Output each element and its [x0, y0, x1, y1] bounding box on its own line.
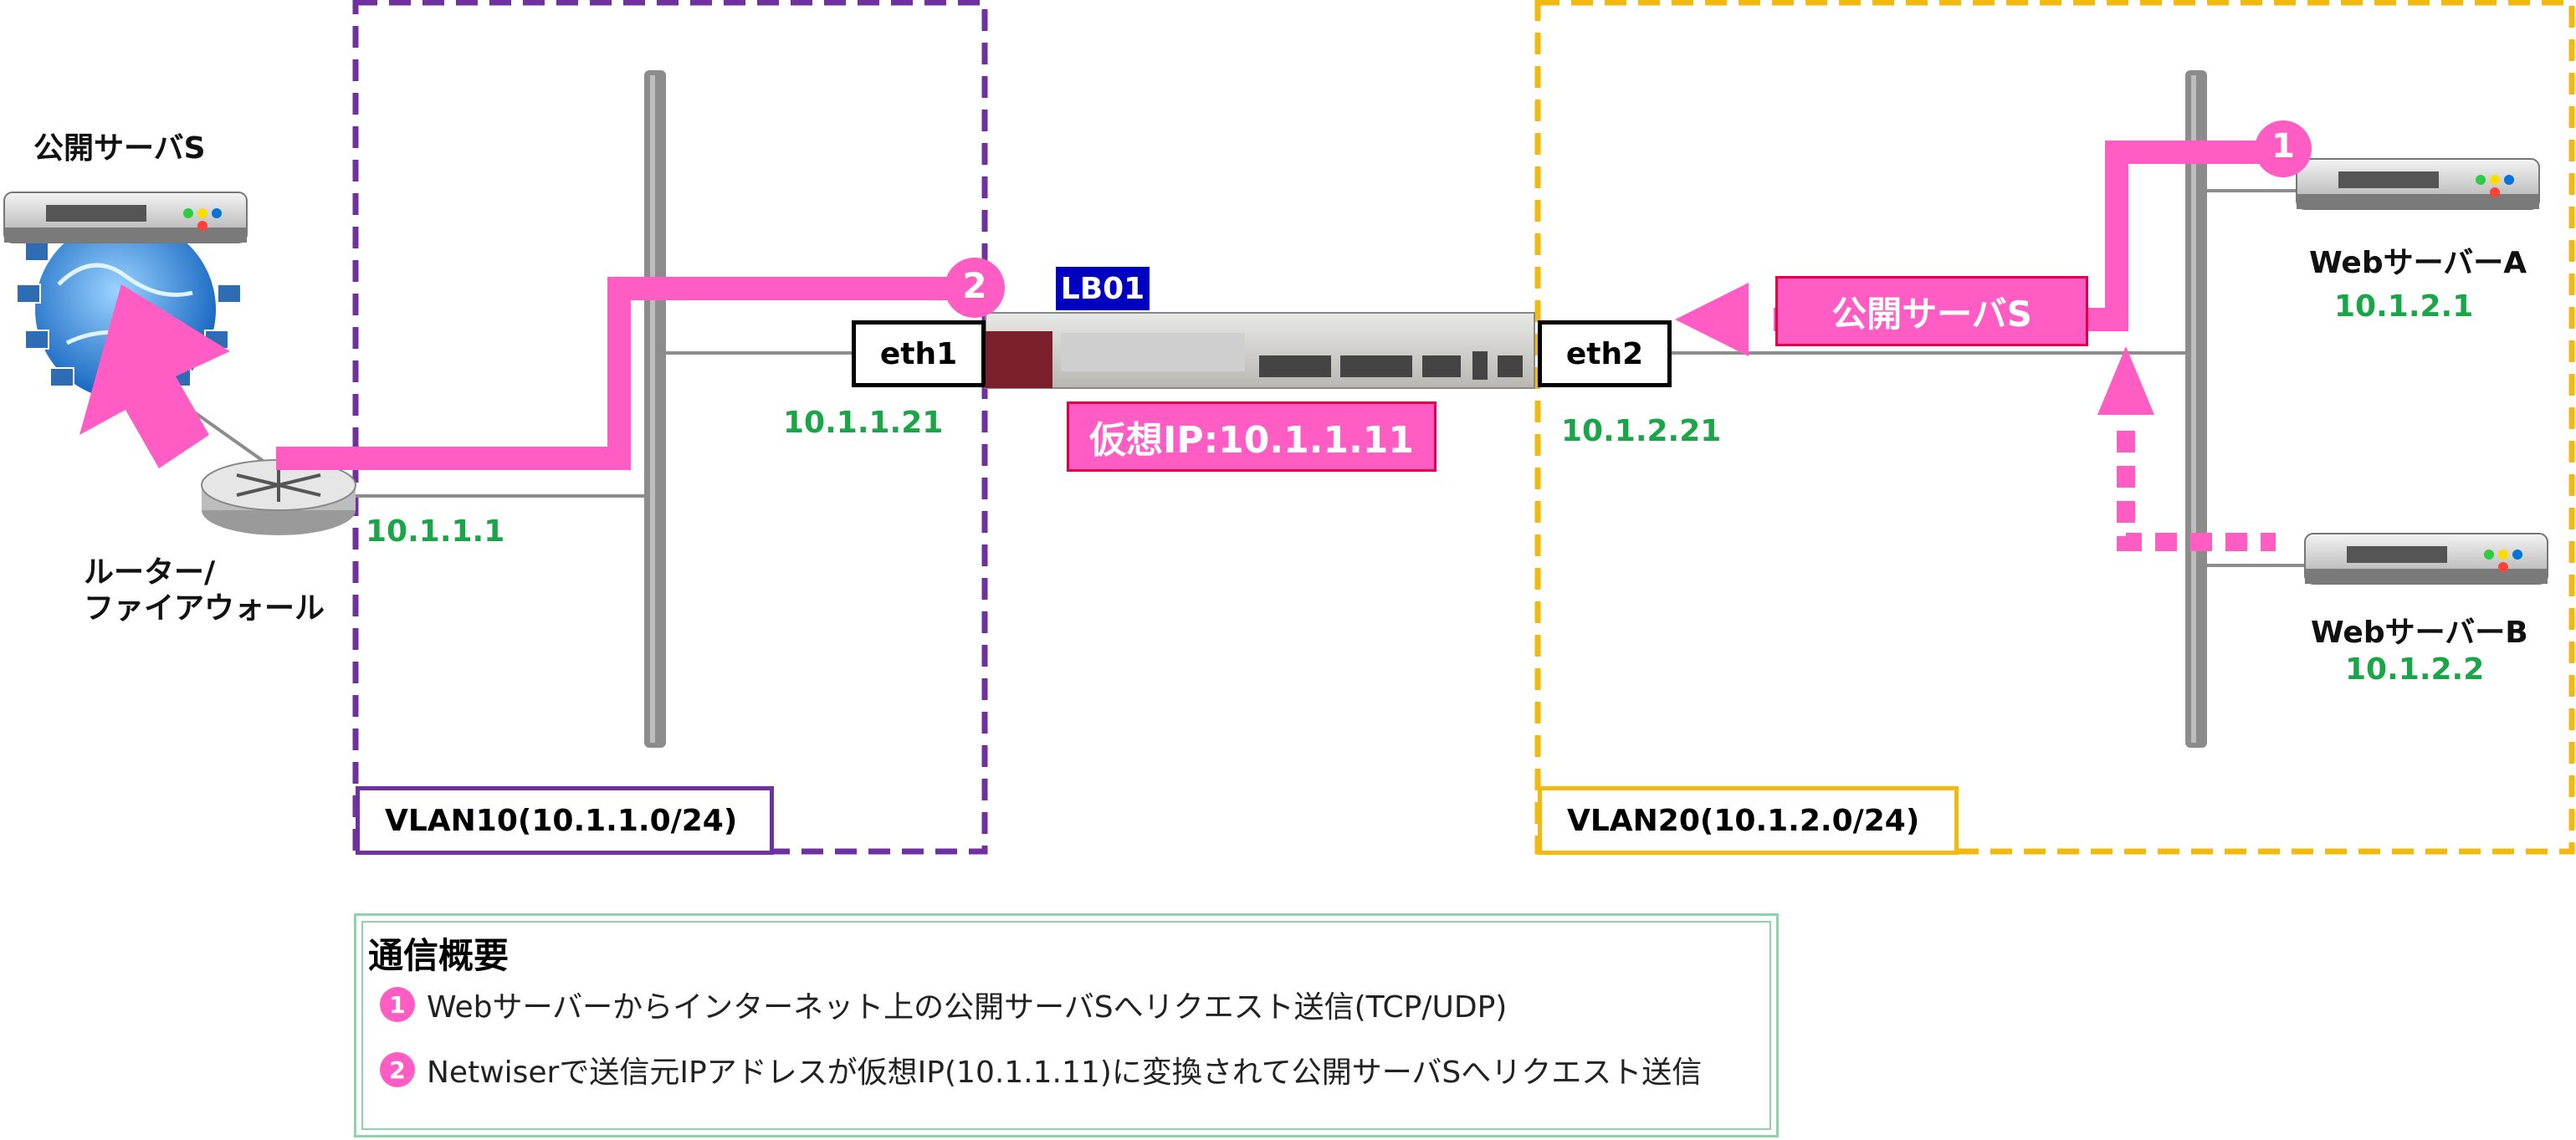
vlan20-label: VLAN20(10.1.2.0/24)	[1538, 786, 1959, 855]
step-2-circle	[945, 258, 1005, 318]
eth1-ip: 10.1.1.21	[783, 406, 944, 440]
summary-box: 通信概要 1 Webサーバーからインターネット上の公開サーバSへリクエスト送信(…	[354, 913, 1779, 1137]
public-server-label: 公開サーバS	[33, 131, 206, 166]
step-1-circle	[2255, 120, 2312, 177]
eth2-ip: 10.1.2.21	[1561, 414, 1722, 448]
web-b-label: WebサーバーB	[2311, 616, 2528, 650]
summary-title: 通信概要	[368, 935, 510, 976]
flow-arrowhead-right	[1675, 283, 1749, 356]
server-icon	[2304, 533, 2548, 585]
flow-arrow-left-path	[276, 277, 972, 470]
router-icon	[201, 459, 356, 535]
virtual-ip-label: 仮想IP:10.1.1.11	[1067, 401, 1437, 472]
summary-item-2-number: 2	[380, 1052, 415, 1087]
appliance-icon	[985, 312, 1535, 389]
flow-dotted-path	[2117, 431, 2276, 551]
web-b-ip: 10.1.2.2	[2345, 652, 2485, 687]
summary-item-2: 2 Netwiserで送信元IPアドレスが仮想IP(10.1.1.11)に変換さ…	[380, 1048, 1702, 1091]
web-a-label: WebサーバーA	[2309, 246, 2527, 280]
summary-item-1-text: Webサーバーからインターネット上の公開サーバSへリクエスト送信(TCP/UDP…	[427, 990, 1508, 1025]
flow-arrowhead-left	[79, 284, 230, 468]
summary-item-1: 1 Webサーバーからインターネット上の公開サーバSへリクエスト送信(TCP/U…	[380, 983, 1507, 1026]
vlan20-region	[1534, 0, 2575, 855]
summary-item-1-number: 1	[380, 987, 415, 1022]
lb01-label: LB01	[1056, 267, 1150, 310]
vlan10-label: VLAN10(10.1.1.0/24)	[356, 786, 774, 855]
router-label-line2: ファイアウォール	[84, 591, 325, 626]
server-icon	[2296, 158, 2540, 210]
flow-arrowhead-up	[2097, 346, 2154, 415]
summary-item-2-text: Netwiserで送信元IPアドレスが仮想IP(10.1.1.11)に変換されて…	[427, 1056, 1703, 1090]
web-a-ip: 10.1.2.1	[2334, 289, 2474, 324]
eth2-box: eth2	[1538, 320, 1672, 387]
flow-label: 公開サーバS	[1775, 276, 2088, 346]
router-label-line1: ルーター/	[84, 555, 216, 590]
router-ip: 10.1.1.1	[366, 514, 505, 549]
eth1-box: eth1	[852, 320, 986, 387]
step-2-number: 2	[962, 265, 987, 306]
step-1-number: 1	[2271, 127, 2295, 166]
